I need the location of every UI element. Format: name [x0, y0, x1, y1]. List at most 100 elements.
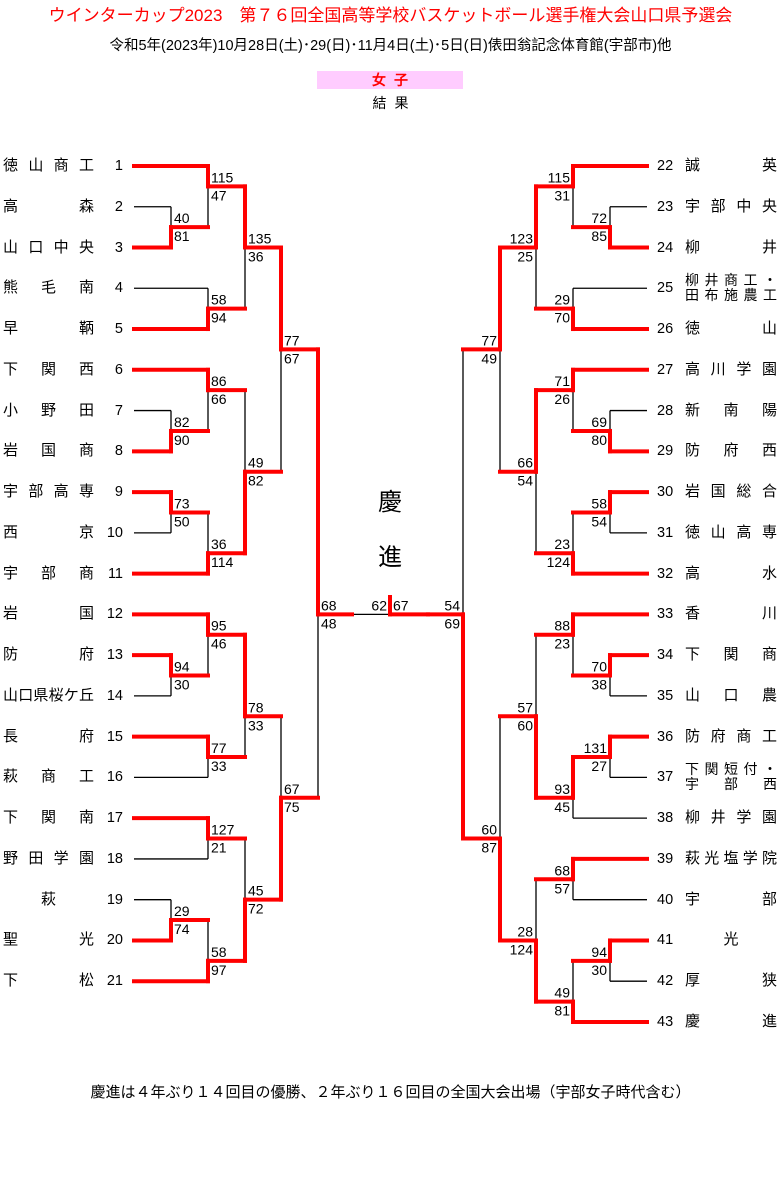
team-name: 徳山商工 — [3, 151, 94, 181]
name-char: 府 — [78, 727, 94, 745]
name-char: 府 — [78, 646, 94, 664]
score-label: 68 — [321, 597, 337, 613]
team-name: 小野田 — [3, 396, 94, 426]
team-name: 下関短付・ — [685, 762, 777, 777]
score-label: 26 — [554, 391, 570, 407]
team-name-block: 西京 — [3, 518, 94, 548]
name-char: 府 — [723, 442, 739, 460]
name-char: ケ — [63, 686, 79, 704]
score-label: 29 — [174, 903, 190, 919]
team-number: 40 — [657, 891, 674, 908]
name-char: 萩 — [685, 849, 701, 867]
name-char: 宇 — [3, 483, 19, 501]
name-char: 工 — [761, 727, 777, 745]
score-label: 123 — [510, 231, 534, 247]
team-name: 誠英 — [685, 151, 777, 181]
team-name-block: 柳井商工・田布施農工 — [685, 273, 777, 303]
name-char: 商 — [78, 564, 94, 582]
name-char: 府 — [710, 727, 726, 745]
score-label: 30 — [591, 962, 607, 978]
name-char: 柳 — [685, 238, 701, 256]
name-char: 央 — [78, 238, 94, 256]
score-label: 75 — [284, 799, 300, 815]
champion-name-char: 慶 — [378, 489, 402, 516]
team-name: 萩光塩学院 — [685, 844, 777, 874]
name-char: 桜 — [48, 686, 64, 704]
name-char: 商 — [40, 768, 56, 786]
name-char: 商 — [53, 157, 69, 174]
score-label: 60 — [481, 822, 497, 838]
score-label: 77 — [481, 332, 497, 348]
score-label: 21 — [211, 840, 227, 856]
team-number: 8 — [114, 443, 123, 460]
name-char: 野 — [3, 849, 19, 867]
team-name-block: 宇部商 — [3, 559, 94, 589]
name-char: 塩 — [723, 849, 739, 867]
team-name-block: 下関南 — [3, 803, 94, 833]
score-label: 54 — [517, 473, 533, 489]
winner-lines — [132, 164, 649, 1024]
name-char: 高 — [685, 360, 701, 378]
team-name-block: 野田学園 — [3, 844, 94, 874]
team-name: 山口県桜ケ丘 — [3, 681, 94, 711]
team-name: 長府 — [3, 722, 94, 752]
team-number: 14 — [106, 687, 123, 704]
score-label: 87 — [481, 840, 497, 856]
score-label: 135 — [248, 231, 272, 247]
score-label: 45 — [554, 799, 570, 815]
name-char: 光 — [78, 931, 94, 949]
score-label: 114 — [211, 554, 234, 570]
score-label: 67 — [284, 781, 300, 797]
score-label: 70 — [554, 310, 570, 326]
score-label: 73 — [174, 495, 190, 511]
champion-note: 慶進は４年ぶり１４回目の優勝、２年ぶり１６回目の全国大会出場（宇部女子時代含む） — [90, 1084, 691, 1101]
team-number: 33 — [657, 606, 674, 623]
team-number: 43 — [657, 1013, 674, 1030]
name-char: 高 — [3, 197, 19, 215]
name-char: 南 — [78, 809, 94, 827]
team-number: 19 — [106, 891, 123, 908]
name-char: 宇 — [685, 776, 699, 793]
name-char: 井 — [761, 238, 777, 256]
name-char: 国 — [78, 605, 94, 623]
name-char: 下 — [3, 809, 19, 827]
name-char: 井 — [710, 809, 726, 827]
team-number: 26 — [657, 321, 674, 338]
event-dates-venue: 令和5年(2023年)10月28日(土)･29(日)･11月4日(土)･5日(日… — [109, 38, 672, 54]
team-name-block: 宇部高専 — [3, 477, 94, 507]
team-name-block: 新南陽 — [685, 396, 777, 426]
score-label: 36 — [248, 249, 264, 265]
name-char: 徳 — [685, 523, 701, 541]
name-char: 防 — [3, 646, 19, 664]
team-name-block: 厚狭 — [685, 966, 777, 996]
name-char: 西 — [763, 776, 777, 793]
name-char: 工 — [743, 272, 758, 289]
name-char: 関 — [723, 646, 739, 664]
team-name: 聖光 — [3, 925, 94, 955]
team-name: 防府 — [3, 640, 94, 670]
score-label: 54 — [591, 513, 607, 529]
name-char: 松 — [78, 972, 94, 990]
score-label: 69 — [444, 615, 460, 631]
team-number: 1 — [114, 158, 123, 174]
name-char: 田 — [28, 849, 44, 867]
team-name: 岩国総合 — [685, 477, 777, 507]
name-char: 園 — [78, 849, 94, 867]
name-char: 下 — [3, 360, 19, 378]
name-char: 商 — [78, 442, 94, 460]
tournament-title: ウインターカップ2023 第７６回全国高等学校バスケットボール選手権大会山口県予… — [48, 6, 733, 25]
name-char: 京 — [78, 523, 94, 541]
score-label: 77 — [284, 332, 300, 348]
